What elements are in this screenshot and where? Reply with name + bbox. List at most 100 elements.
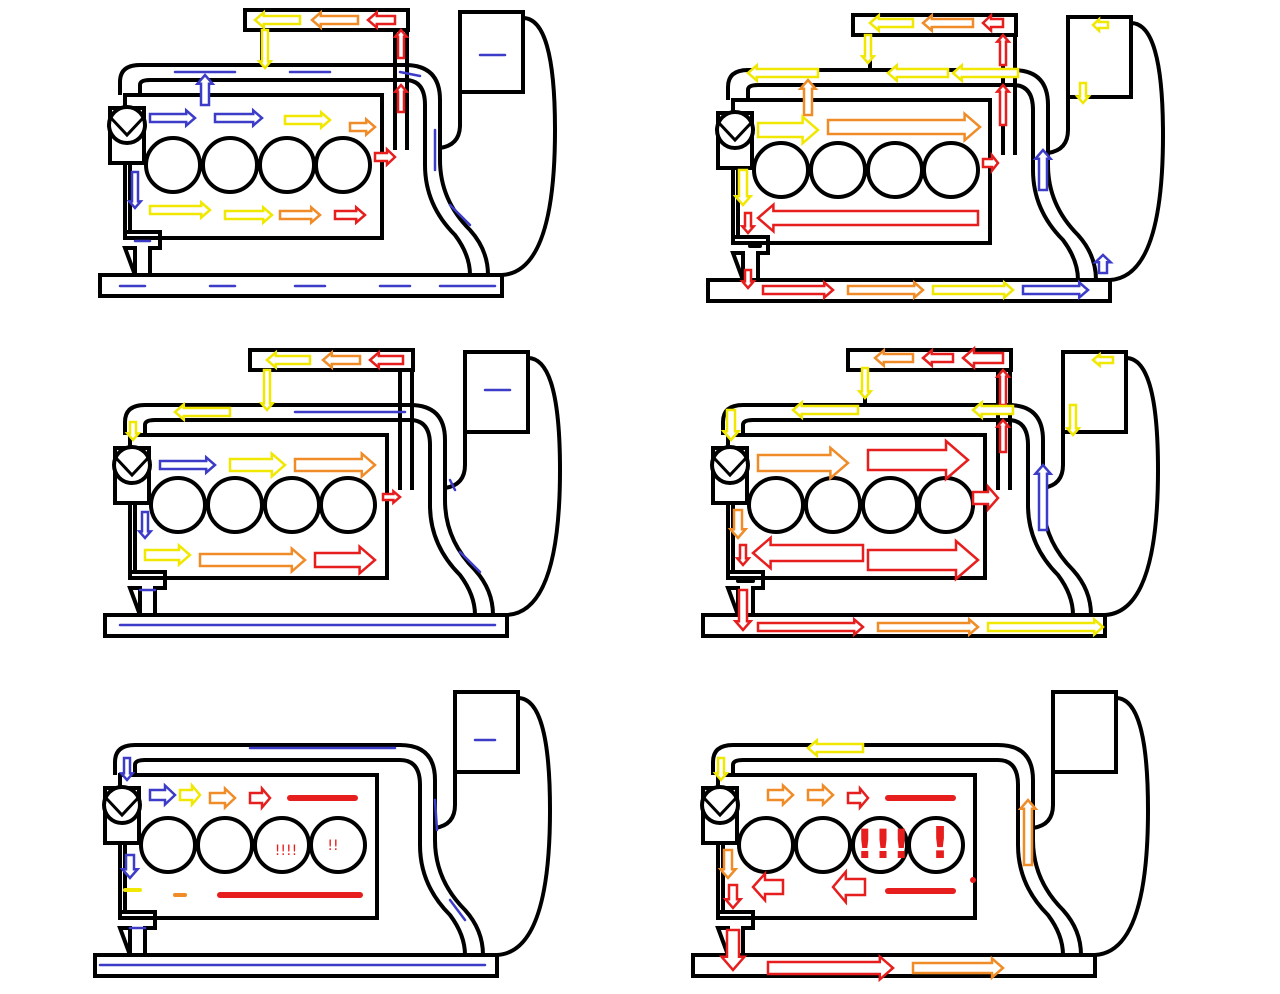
flow-arrow [868,12,915,34]
expansion-tank [463,350,530,434]
warning-mark-cylinder-3: !!!! [275,843,297,859]
flow-arrow [194,73,216,107]
flow-arrow [732,168,754,207]
flow-arrow [718,928,748,972]
flow-arrow [791,399,860,421]
flow-arrow [126,170,144,210]
cylinder-4 [922,141,980,199]
flow-arrow [1021,279,1090,301]
flow-arrow [886,62,950,84]
panel-warm-full-flow [706,12,1166,303]
flow-arrow [727,508,749,540]
upper-hose-inner [731,758,1065,956]
flow-arrow [859,33,877,65]
flow-arrow [986,616,1105,638]
flow-arrow [756,616,865,638]
flow-arrow [826,110,982,144]
expansion-tank [458,10,525,94]
cylinder-4 [309,816,367,874]
flow-arrow [313,543,377,577]
flow-dash [458,550,482,574]
pump-impeller-icon [114,456,150,478]
flow-arrow [766,953,895,983]
thermostat [127,503,167,616]
flow-arrow [283,109,332,131]
warning-mark-cylinder-4: !! [327,838,338,854]
tank-hose [434,765,457,830]
upper-hose-outer [118,63,490,276]
flow-arrow [746,62,820,84]
flow-arrow [265,349,312,371]
flow-arrow [846,279,925,301]
cylinder-4 [319,476,377,534]
flow-arrow [1092,253,1114,275]
flow-arrow [873,347,915,369]
flow-dash [448,898,467,922]
cylinder-1 [139,816,197,874]
flow-arrow [951,62,1020,84]
flow-arrow [228,450,287,480]
flow-arrow [1017,798,1039,867]
flow-arrow [994,418,1012,454]
upper-hose-outer [123,403,495,616]
flow-arrow [366,9,397,31]
flow-arrow [806,737,865,759]
pump-impeller-icon [702,796,738,818]
cylinder-4 [907,816,965,874]
panel-no-radiator-cold [93,690,553,978]
flow-arrow [278,204,322,226]
flow-arrow [148,107,197,129]
pump-impeller-icon [717,121,753,143]
overflow-hose [506,356,563,617]
upper-hose-inner [133,758,467,956]
flow-arrow [921,12,975,34]
pump-impeller-icon [109,116,145,138]
cylinder-3 [861,476,919,534]
water-pump [710,445,750,485]
flow-arrow [732,588,754,632]
flow-arrow [981,12,1005,34]
expansion-tank [1051,690,1118,774]
flow-arrow [971,483,1000,513]
tank-hose [439,85,462,150]
flow-arrow [761,279,835,301]
flow-arrow [368,349,405,371]
cylinder-2 [206,476,264,534]
cylinder-4 [917,476,975,534]
flow-arrow [856,366,874,400]
flow-arrow [866,538,980,582]
overflow-hose [501,16,558,277]
flow-arrow [118,756,136,782]
flow-arrow [373,146,397,168]
flow-arrow [333,204,367,226]
cylinder-2 [804,476,862,534]
cylinder-1 [149,476,207,534]
cylinder-1 [144,136,202,194]
cylinder-4 [314,136,372,194]
flow-arrow [1074,81,1092,105]
flow-arrow [173,401,232,423]
flow-arrow [866,438,970,482]
flow-dash [448,478,457,492]
pump-impeller-icon [104,796,140,818]
flow-arrow [148,782,177,808]
panel-cold-start [98,8,558,298]
flow-arrow [1032,463,1054,532]
flow-arrow [981,151,1000,175]
flow-arrow [846,785,870,811]
flow-arrow [751,870,785,904]
flow-arrow [797,78,819,117]
upper-hose-inner [143,418,477,616]
flow-arrow [756,445,850,481]
cylinder-2 [794,816,852,874]
flow-arrow [1091,16,1110,34]
warning-mark-cylinder-3-hot: !!! [856,822,911,868]
flow-arrow [223,204,274,226]
flow-arrow [124,420,142,442]
flow-arrow [994,83,1012,127]
cylinder-2 [196,816,254,874]
flow-arrow [876,616,980,638]
flow-arrow [961,345,1005,371]
